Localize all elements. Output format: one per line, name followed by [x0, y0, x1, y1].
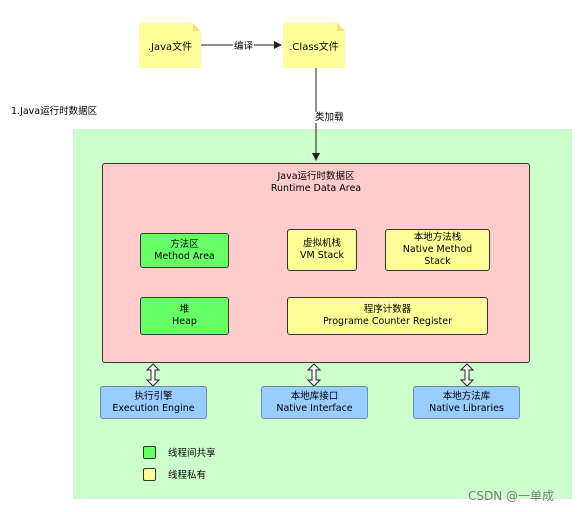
runtime-area-title-cn: Java运行时数据区: [277, 171, 355, 182]
native-libraries-en: Native Libraries: [429, 402, 504, 414]
native-libraries-box: 本地方法库 Native Libraries: [413, 386, 520, 419]
class-load-label: 类加载: [314, 112, 345, 123]
pc-register-box: 程序计数器 Programe Counter Register: [287, 297, 488, 335]
method-area-box: 方法区 Method Area: [140, 233, 229, 268]
note-fold: [193, 23, 201, 31]
native-interface-link: [306, 363, 322, 387]
heap-en: Heap: [172, 316, 197, 327]
pc-register-cn: 程序计数器: [363, 304, 412, 315]
compile-label: 编译: [233, 41, 255, 52]
section-title: 1.Java运行时数据区: [11, 106, 98, 117]
native-method-stack-en2: Stack: [424, 256, 451, 267]
execution-engine-cn: 执行引擎: [134, 390, 173, 402]
vm-stack-en: VM Stack: [299, 250, 345, 261]
native-method-stack-en1: Native Method: [402, 244, 473, 255]
native-interface-box: 本地库接口 Native Interface: [261, 386, 368, 419]
watermark: CSDN @一单成: [468, 489, 555, 503]
class-file-note: .Class文件: [283, 23, 345, 68]
legend-shared-swatch: [143, 446, 156, 459]
native-interface-cn: 本地库接口: [290, 390, 339, 402]
heap-cn: 堆: [179, 304, 190, 315]
native-interface-en: Native Interface: [276, 402, 353, 414]
execution-engine-en: Execution Engine: [112, 402, 195, 414]
execution-engine-link: [145, 363, 161, 387]
class-file-label: .Class文件: [289, 42, 339, 53]
java-file-label: .Java文件: [147, 42, 193, 53]
method-area-en: Method Area: [154, 250, 215, 262]
heap-box: 堆 Heap: [140, 297, 229, 335]
method-area-cn: 方法区: [170, 238, 199, 250]
legend-private-label: 线程私有: [168, 470, 207, 481]
native-libraries-link: [459, 363, 475, 387]
note-fold: [337, 23, 345, 31]
pc-register-en: Programe Counter Register: [322, 316, 453, 327]
runtime-area-title-en: Runtime Data Area: [270, 183, 362, 194]
legend-shared-label: 线程间共享: [168, 448, 216, 459]
vm-stack-cn: 虚拟机栈: [302, 238, 341, 249]
native-libraries-cn: 本地方法库: [442, 390, 491, 402]
java-file-note: .Java文件: [139, 23, 201, 68]
execution-engine-box: 执行引擎 Execution Engine: [100, 386, 207, 419]
vm-stack-box: 虚拟机栈 VM Stack: [287, 229, 357, 271]
native-method-stack-cn: 本地方法栈: [413, 232, 462, 243]
native-method-stack-box: 本地方法栈 Native Method Stack: [385, 229, 490, 271]
legend-private-swatch: [143, 468, 156, 481]
